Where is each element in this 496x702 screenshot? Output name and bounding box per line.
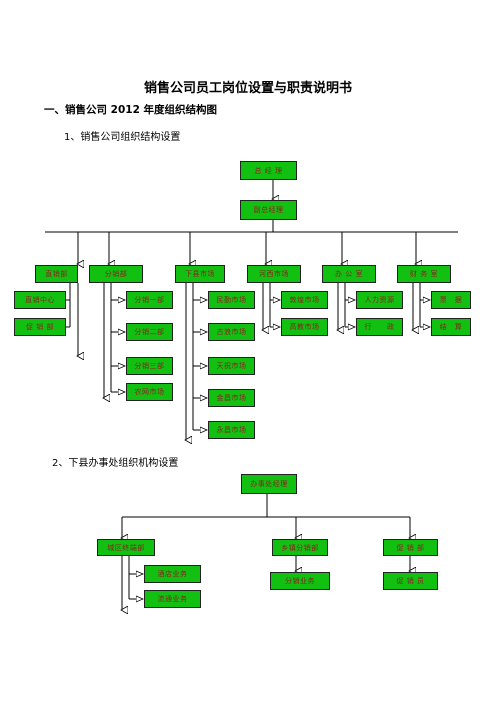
dept-county-market: 下县市场 — [175, 265, 225, 283]
promotion-dept: 促 销 部 — [14, 318, 66, 336]
gulang-market: 古浪市场 — [208, 323, 255, 341]
jinchang-market: 金昌市场 — [208, 389, 255, 407]
section-heading: 一、销售公司 2012 年度组织结构图 — [44, 104, 218, 116]
distribution-business: 分销业务 — [270, 572, 330, 590]
dunhuang-market: 敦煌市场 — [281, 291, 328, 309]
promoter: 促 销 员 — [383, 572, 438, 590]
urban-terminal-dept: 城区终端部 — [97, 539, 155, 556]
distribution-1: 分销一部 — [126, 291, 173, 309]
rural-network-market: 农网市场 — [126, 383, 173, 401]
dept-distribution: 分销部 — [89, 265, 143, 283]
tianzhu-market: 天祝市场 — [208, 357, 255, 375]
dept-hexi-market: 河西市场 — [247, 265, 301, 283]
distribution-2: 分销二部 — [126, 323, 173, 341]
subsection-heading-company: 1、销售公司组织结构设置 — [64, 132, 181, 143]
hotel-business: 酒店业务 — [144, 565, 201, 583]
office-manager-box: 办事处经理 — [241, 474, 297, 494]
deputy-manager-box: 副总经理 — [240, 200, 297, 220]
yongchang-market: 永昌市场 — [208, 421, 255, 439]
township-distribution-dept: 乡镇分销部 — [272, 539, 328, 556]
administration: 行 政 — [356, 318, 403, 336]
dept-finance: 财 务 室 — [397, 265, 451, 283]
subsection-heading-office: 2、下县办事处组织机构设置 — [52, 458, 179, 469]
settlement: 结 算 — [431, 318, 471, 336]
document-title: 销售公司员工岗位设置与职责说明书 — [143, 81, 352, 96]
higher-edu-market: 高教市场 — [281, 318, 328, 336]
circulation-business: 流通业务 — [144, 590, 201, 608]
general-manager-box: 总 经 理 — [240, 161, 297, 180]
dept-direct-sales: 直销部 — [35, 265, 78, 283]
direct-sales-center: 直销中心 — [14, 291, 66, 309]
human-resources: 人力资源 — [356, 291, 403, 309]
distribution-3: 分销三部 — [126, 357, 173, 375]
promotion-dept-2: 促 销 部 — [383, 539, 438, 556]
bills: 票 据 — [431, 291, 471, 309]
dept-office: 办 公 室 — [322, 265, 376, 283]
minqin-market: 民勤市场 — [208, 291, 255, 309]
